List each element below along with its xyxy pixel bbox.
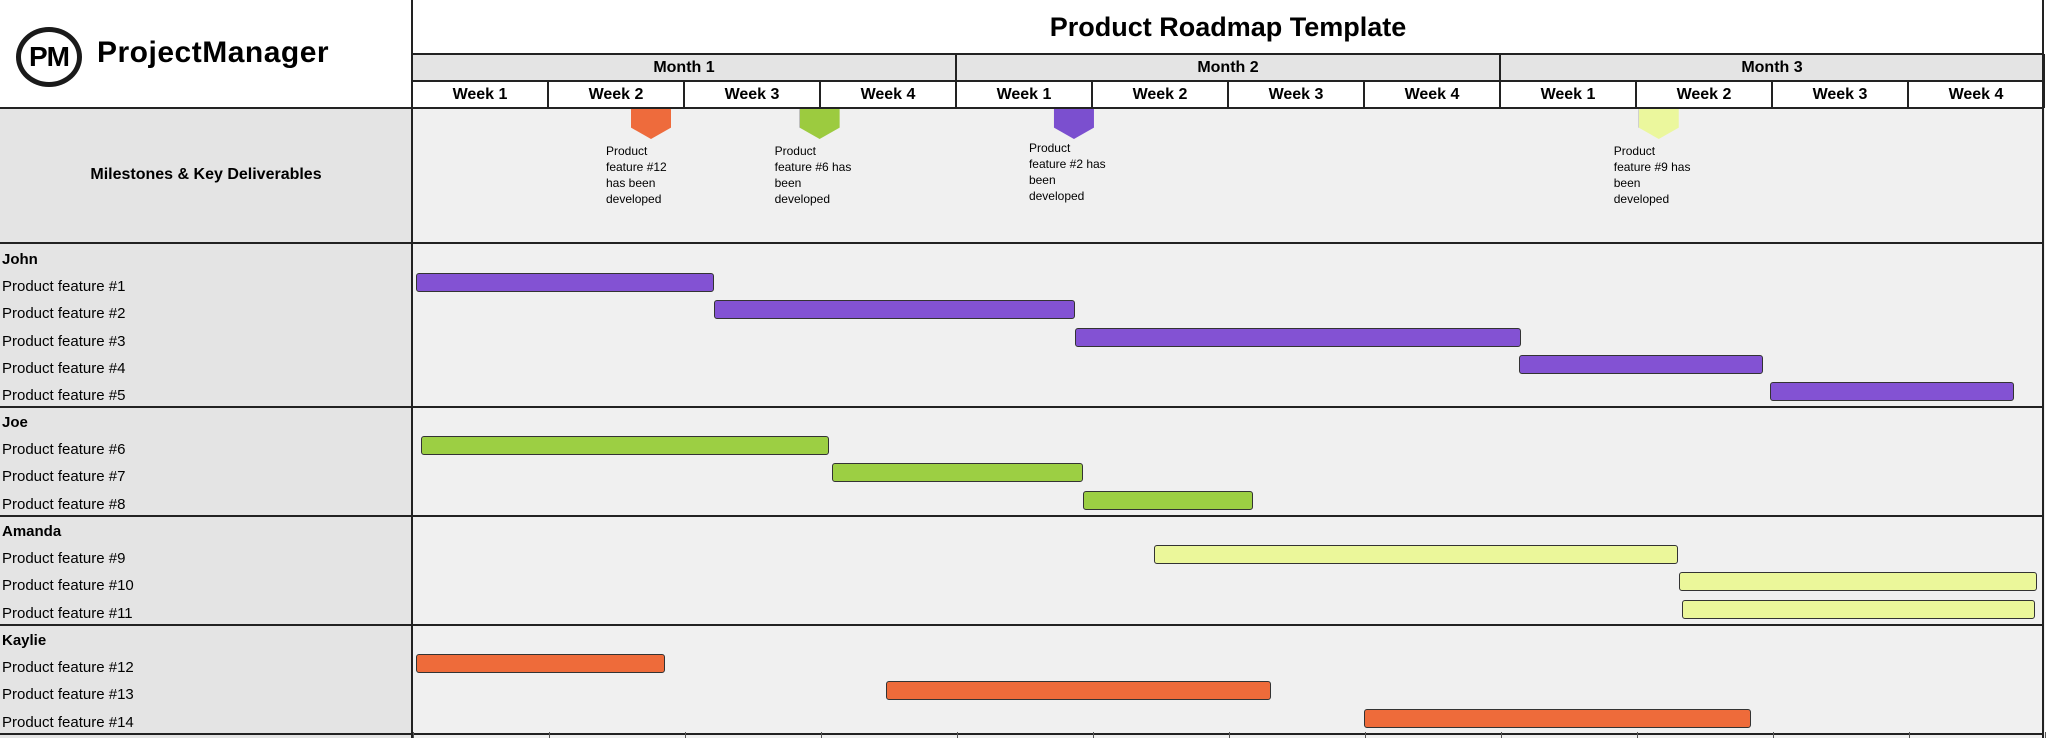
divider-horizontal [0, 107, 2044, 109]
logo-mark: PM [16, 27, 82, 87]
week-header-cell: Week 4 [1909, 81, 2045, 108]
feature-bar[interactable] [1770, 382, 2014, 401]
grid-tick [685, 732, 686, 738]
logo-name: ProjectManager [97, 36, 330, 69]
week-header-cell: Week 2 [549, 81, 685, 108]
feature-label: Product feature #1 [2, 278, 126, 296]
feature-bar[interactable] [1154, 545, 1678, 565]
feature-label: Product feature #11 [2, 604, 133, 622]
feature-label: Product feature #14 [2, 713, 134, 731]
grid-tick [821, 732, 822, 738]
week-header-cell: Week 1 [957, 81, 1093, 108]
week-header-cell: Week 1 [413, 81, 549, 108]
grid-tick [1093, 732, 1094, 738]
feature-bar[interactable] [886, 681, 1272, 701]
week-header-cell: Week 2 [1093, 81, 1229, 108]
week-header-cell: Week 3 [1229, 81, 1365, 108]
grid-tick [413, 732, 414, 738]
divider-vertical [2042, 0, 2044, 738]
feature-bar[interactable] [1679, 572, 2037, 592]
feature-bar[interactable] [831, 463, 1084, 483]
owner-label: John [2, 251, 38, 268]
feature-label: Product feature #8 [2, 495, 126, 513]
divider-horizontal [0, 624, 2044, 626]
feature-label: Product feature #10 [2, 577, 134, 595]
owner-label: Amanda [2, 523, 62, 540]
divider-horizontal [412, 80, 2044, 82]
month-3-header: Month 3 [1501, 54, 2045, 81]
feature-bar[interactable] [1518, 354, 1764, 374]
page-title: Product Roadmap Template [1049, 11, 1407, 42]
divider-horizontal [0, 733, 2044, 735]
feature-bar[interactable] [415, 654, 665, 674]
feature-bar[interactable] [421, 436, 830, 456]
feature-label: Product feature #2 [2, 305, 126, 323]
feature-label: Product feature #9 [2, 550, 126, 568]
grid-tick [957, 732, 958, 738]
grid-tick [1501, 732, 1502, 738]
divider-horizontal [0, 406, 2044, 408]
week-header-cell: Week 3 [1773, 81, 1909, 108]
feature-bar[interactable] [1083, 490, 1254, 510]
milestone-label: Product feature #12 has been developed [606, 144, 667, 206]
feature-label: Product feature #7 [2, 468, 126, 486]
week-header-cell: Week 3 [685, 81, 821, 108]
divider-horizontal [0, 515, 2044, 517]
grid-tick [1909, 732, 1910, 738]
feature-bar[interactable] [1075, 327, 1522, 347]
feature-label: Product feature #4 [2, 359, 126, 377]
owner-label: Kaylie [2, 632, 47, 649]
feature-label: Product feature #6 [2, 441, 126, 459]
month-1-header: Month 1 [413, 54, 957, 81]
week-header-cell: Week 1 [1501, 81, 1637, 108]
month-2-header: Month 2 [957, 54, 1501, 81]
feature-bar[interactable] [415, 273, 714, 293]
grid-tick [1365, 732, 1366, 738]
milestone-label: Product feature #9 has been developed [1613, 144, 1691, 206]
grid-tick [1229, 732, 1230, 738]
logo-mark-text: PM [29, 41, 70, 72]
divider-horizontal [0, 242, 2044, 244]
grid-tick [2045, 732, 2046, 738]
feature-bar[interactable] [1681, 599, 2036, 619]
milestone-label: Product feature #6 has been developed [774, 144, 852, 206]
grid-tick [1773, 732, 1774, 738]
feature-label: Product feature #13 [2, 686, 134, 704]
feature-bar[interactable] [1363, 708, 1752, 728]
timeline-panel [413, 108, 2045, 738]
feature-label: Product feature #5 [2, 387, 126, 404]
week-header-cell: Week 4 [1365, 81, 1501, 108]
feature-label: Product feature #3 [2, 332, 126, 350]
milestone-label: Product feature #2 has been developed [1028, 141, 1106, 203]
grid-tick [1637, 732, 1638, 738]
milestones-header: Milestones & Key Deliverables [90, 166, 322, 183]
feature-label: Product feature #12 [2, 659, 134, 677]
divider-vertical [411, 0, 413, 738]
feature-bar[interactable] [713, 300, 1076, 320]
grid-tick [549, 732, 550, 738]
week-header-cell: Week 2 [1637, 81, 1773, 108]
divider-horizontal [412, 53, 2044, 55]
week-header-cell: Week 4 [821, 81, 957, 108]
row-labels-panel [0, 108, 412, 738]
owner-label: Joe [2, 414, 28, 431]
